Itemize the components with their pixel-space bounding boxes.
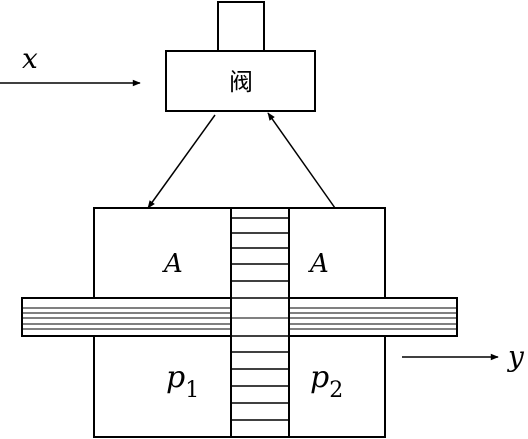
input-label-x: x bbox=[22, 42, 38, 75]
piston bbox=[230, 207, 290, 438]
valve-box bbox=[165, 50, 316, 112]
output-label-y: y bbox=[506, 340, 525, 373]
pressure-label-right: p2 bbox=[310, 360, 343, 403]
supply-line-arrow bbox=[147, 114, 216, 209]
area-label-right: A bbox=[308, 249, 329, 279]
pressure-right-base: p bbox=[310, 360, 329, 395]
pressure-left-sub: 1 bbox=[185, 378, 199, 403]
pressure-left-base: p bbox=[166, 360, 185, 395]
area-label-left: A bbox=[162, 249, 183, 279]
valve-label: 阀 bbox=[229, 68, 253, 96]
return-line-arrow bbox=[267, 112, 336, 209]
pressure-right-sub: 2 bbox=[329, 378, 343, 403]
pressure-label-left: p1 bbox=[166, 360, 199, 403]
valve-stem bbox=[217, 1, 265, 52]
